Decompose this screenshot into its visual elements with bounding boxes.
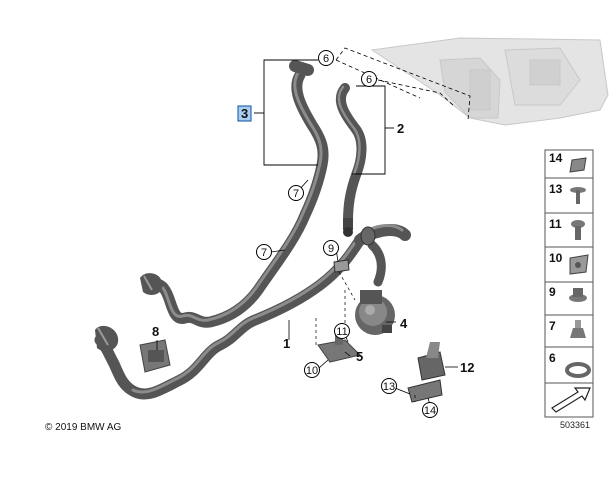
callout-7a[interactable]: 7 <box>288 185 304 201</box>
callout-11[interactable]: 11 <box>334 323 350 339</box>
drawing-number: 503361 <box>560 420 591 430</box>
holder-8 <box>139 339 171 373</box>
callout-3-label: 3 <box>241 106 248 121</box>
callout-14-label: 14 <box>424 405 436 417</box>
side-part-11-label: 11 <box>549 217 562 231</box>
hose-clamp-7-icon <box>570 328 586 338</box>
callout-7b-label: 7 <box>261 247 267 259</box>
callout-3[interactable]: 3 <box>237 105 252 122</box>
direction-arrow-icon <box>551 387 591 413</box>
electric-water-pump <box>355 290 395 335</box>
side-part-10[interactable]: 10 <box>549 251 589 275</box>
side-part-6-label: 6 <box>549 351 556 365</box>
clip-9 <box>333 259 350 273</box>
callout-4-label: 4 <box>400 316 408 331</box>
callout-14[interactable]: 14 <box>422 402 438 418</box>
hose-1-connector <box>95 325 119 352</box>
side-part-13-label: 13 <box>549 182 563 196</box>
callout-9[interactable]: 9 <box>323 240 339 256</box>
callout-13[interactable]: 13 <box>381 378 397 394</box>
side-part-14-label: 14 <box>549 151 563 165</box>
engine-dashed-links <box>335 47 471 121</box>
callout-8-label: 8 <box>152 324 159 339</box>
callout-6b-label: 6 <box>366 74 372 86</box>
callout-2-label: 2 <box>397 121 404 136</box>
callout-1-label: 1 <box>283 336 290 351</box>
hose-2 <box>335 83 367 227</box>
side-part-9[interactable]: 9 <box>549 285 587 302</box>
hose-3-connector <box>140 273 163 295</box>
side-part-11[interactable]: 11 <box>549 217 585 240</box>
bracket-12 <box>407 342 446 403</box>
side-part-14[interactable]: 14 <box>549 151 587 173</box>
callout-13-label: 13 <box>383 381 395 393</box>
side-part-7-label: 7 <box>549 319 556 333</box>
callout-6a-label: 6 <box>323 53 329 65</box>
hose-2-end <box>343 218 353 237</box>
side-part-6[interactable]: 6 <box>549 351 591 378</box>
callout-6b[interactable]: 6 <box>361 71 377 87</box>
spring-clamp-6-icon <box>565 362 591 378</box>
callout-2[interactable]: 2 <box>397 121 404 136</box>
callout-5-label: 5 <box>356 349 363 364</box>
hose-1-top-connector <box>360 226 376 246</box>
callout-4[interactable]: 4 <box>400 316 408 331</box>
callout-11-label: 11 <box>336 326 347 338</box>
callout-7b[interactable]: 7 <box>256 244 272 260</box>
side-part-7[interactable]: 7 <box>549 319 586 338</box>
screw-11-icon <box>571 220 585 228</box>
callout-5[interactable]: 5 <box>356 349 363 364</box>
hose-1 <box>94 224 411 400</box>
callout-10[interactable]: 10 <box>304 362 320 378</box>
speed-nut-icon <box>569 157 587 173</box>
side-part-13[interactable]: 13 <box>549 182 586 204</box>
callout-8[interactable]: 8 <box>152 324 159 339</box>
callout-12[interactable]: 12 <box>460 360 474 375</box>
callout-9-label: 9 <box>328 243 334 255</box>
side-part-10-label: 10 <box>549 251 563 265</box>
side-part-9-label: 9 <box>549 285 556 299</box>
copyright-notice: © 2019 BMW AG <box>45 422 122 433</box>
engine-ghost <box>370 37 609 126</box>
callout-7a-label: 7 <box>293 188 299 200</box>
callout-10-label: 10 <box>306 365 318 377</box>
callout-6a[interactable]: 6 <box>318 50 334 66</box>
bracket-5 <box>317 335 361 363</box>
callout-1[interactable]: 1 <box>283 336 290 351</box>
callout-12-label: 12 <box>460 360 474 375</box>
